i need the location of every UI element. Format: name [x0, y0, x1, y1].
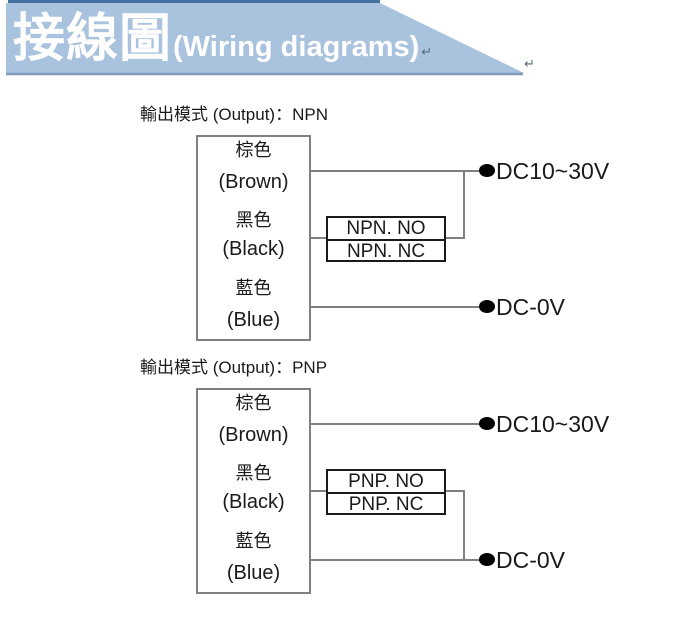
terminal-dot-negative	[479, 300, 495, 313]
output-mode-box: PNP. NO PNP. NC	[326, 469, 446, 515]
wire-blue	[311, 306, 481, 308]
wire-label-blue-cjk: 藍色	[235, 278, 272, 298]
page-title-en: (Wiring diagrams)	[173, 31, 420, 63]
output-nc-label: PNP. NC	[348, 494, 424, 515]
terminal-label-positive: DC10~30V	[496, 411, 610, 437]
wire-label-blue-cjk: 藍色	[235, 531, 272, 551]
paragraph-mark-icon: ↵	[524, 56, 535, 71]
terminal-dot-positive	[479, 164, 495, 177]
page-title: 接線圖 (Wiring diagrams) ↵	[13, 6, 432, 72]
wiring-diagram-pnp: 輸出模式 (Output)：PNP 棕色 (Brown) 黑色 (Black) …	[0, 357, 676, 610]
wire-label-blue-en: (Blue)	[226, 309, 281, 331]
connector-horizontal	[444, 237, 465, 239]
banner-shape-svg	[6, 0, 524, 76]
paragraph-mark-icon: ↵	[421, 44, 433, 59]
wire-brown	[311, 423, 481, 425]
diagram-label: 輸出模式 (Output)：PNP	[140, 358, 328, 377]
wire-label-brown-en: (Brown)	[218, 171, 289, 193]
sensor-body-box	[196, 135, 311, 341]
output-nc-label: NPN. NC	[346, 241, 426, 262]
sensor-body-box	[196, 388, 311, 594]
connector-vertical	[463, 170, 465, 239]
wire-blue	[311, 559, 481, 561]
diagram-label: 輸出模式 (Output)：NPN	[140, 105, 328, 124]
terminal-label-negative: DC-0V	[496, 547, 566, 573]
wire-label-black-cjk: 黑色	[235, 210, 272, 230]
output-no-label: NPN. NO	[328, 218, 444, 241]
wire-black	[311, 490, 327, 492]
terminal-dot-negative	[479, 553, 495, 566]
wire-label-brown-cjk: 棕色	[235, 140, 272, 160]
wire-label-black-en: (Black)	[222, 491, 285, 513]
terminal-dot-positive	[479, 417, 495, 430]
banner-body	[6, 3, 524, 73]
wire-black	[311, 237, 327, 239]
terminal-label-negative: DC-0V	[496, 294, 566, 320]
output-no-label: PNP. NO	[328, 471, 444, 494]
wire-label-blue-en: (Blue)	[226, 562, 281, 584]
wire-label-brown-en: (Brown)	[218, 424, 289, 446]
wire-label-black-en: (Black)	[222, 238, 285, 260]
output-mode-box: NPN. NO NPN. NC	[326, 216, 446, 262]
terminal-label-positive: DC10~30V	[496, 158, 610, 184]
connector-vertical	[463, 490, 465, 561]
wiring-diagram-npn: 輸出模式 (Output)：NPN 棕色 (Brown) 黑色 (Black) …	[0, 104, 676, 357]
connector-horizontal	[444, 490, 465, 492]
page-title-cjk: 接線圖	[13, 10, 173, 68]
wire-label-brown-cjk: 棕色	[235, 393, 272, 413]
header-banner: 接線圖 (Wiring diagrams) ↵ ↵	[0, 0, 676, 84]
wire-label-black-cjk: 黑色	[235, 463, 272, 483]
wire-brown	[311, 170, 481, 172]
